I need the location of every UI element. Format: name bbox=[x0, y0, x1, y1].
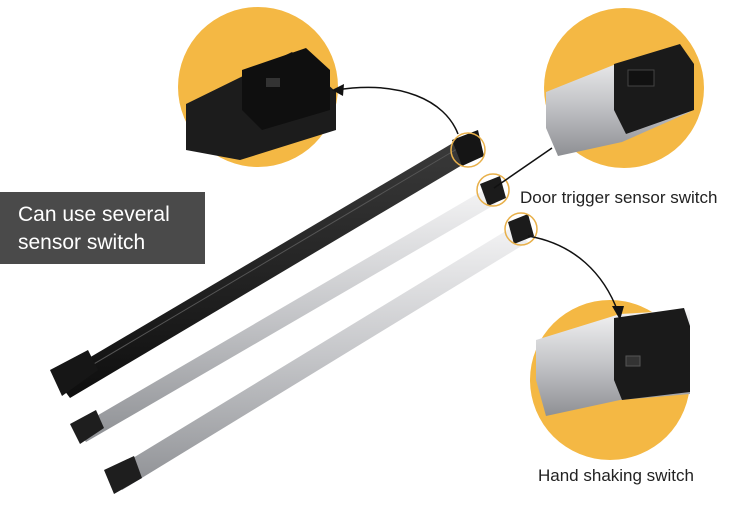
multi-sensor-label-box: Can use several sensor switch bbox=[0, 192, 205, 264]
multi-sensor-label-line2: sensor switch bbox=[18, 231, 146, 254]
marker-ring-front-bar bbox=[504, 212, 538, 246]
door-sensor-socket-icon bbox=[627, 69, 655, 87]
arrow-line-bottom bbox=[527, 235, 619, 313]
callout-multi-sensor bbox=[178, 7, 338, 167]
middle-bar-sensor-end bbox=[476, 173, 510, 207]
marker-ring-middle-bar bbox=[476, 173, 510, 207]
silver-led-bar-middle bbox=[70, 190, 496, 444]
multi-sensor-label-line1: Can use several bbox=[18, 203, 170, 226]
black-bar-sensor-end bbox=[450, 130, 486, 168]
marker-ring-black-bar bbox=[450, 132, 486, 168]
middle-bar-end-cap-left bbox=[70, 410, 104, 444]
arrow-line-top bbox=[335, 86, 459, 135]
arrow-head-bottom bbox=[612, 306, 624, 320]
silver-led-bar-front bbox=[104, 226, 528, 494]
callout-hand-shaking bbox=[530, 300, 690, 460]
leader-line-door bbox=[493, 147, 553, 189]
callout-door-trigger bbox=[544, 8, 704, 168]
black-bar-end-cap-left bbox=[50, 350, 98, 396]
front-bar-end-cap-left bbox=[104, 456, 142, 494]
door-trigger-caption: Door trigger sensor switch bbox=[520, 188, 718, 207]
hand-shaking-caption: Hand shaking switch bbox=[538, 466, 694, 485]
arrow-head-top bbox=[332, 84, 344, 96]
front-bar-sensor-end bbox=[504, 212, 538, 246]
black-led-bar bbox=[50, 140, 474, 398]
hand-sensor-window-icon bbox=[625, 355, 641, 367]
sensor-socket-icon bbox=[266, 78, 280, 87]
